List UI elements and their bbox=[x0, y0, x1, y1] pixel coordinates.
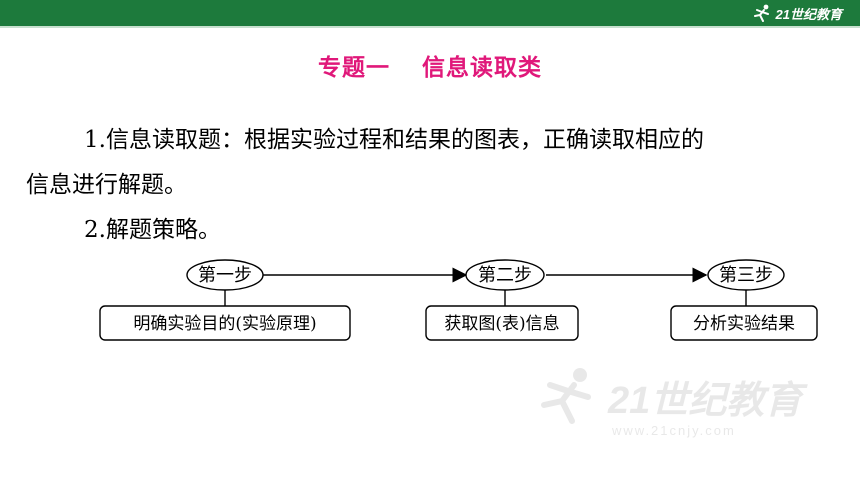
header-divider bbox=[0, 26, 860, 28]
title-part1: 专题一 bbox=[318, 55, 390, 81]
box-3-label: 分析实验结果 bbox=[693, 314, 795, 334]
paragraph-1-line-1: 1.信息读取题：根据实验过程和结果的图表，正确读取相应的 bbox=[84, 127, 704, 153]
watermark-text: 21世纪教育 bbox=[607, 380, 808, 422]
paragraph-2: 2.解题策略。 bbox=[84, 217, 221, 243]
step-3-label: 第三步 bbox=[719, 265, 773, 286]
paragraph-1: 1.信息读取题：根据实验过程和结果的图表，正确读取相应的 信息进行解题。 bbox=[26, 118, 846, 208]
box-1-label: 明确实验目的(实验原理) bbox=[133, 314, 316, 334]
runner-icon bbox=[541, 368, 591, 424]
strategy-flowchart: 第一步 第二步 第三步 明确实验目的(实验原理) 获取图(表)信息 分析实验结果 bbox=[99, 259, 818, 341]
step-2-label: 第二步 bbox=[478, 265, 532, 286]
paragraph-1-line-2: 信息进行解题。 bbox=[26, 172, 187, 198]
header-bar bbox=[0, 0, 860, 26]
watermark: 21世纪教育 www.21cnjy.com bbox=[541, 368, 808, 438]
page-title: 专题一 信息读取类 bbox=[0, 48, 860, 82]
logo-text: 21世纪教育 bbox=[775, 6, 842, 22]
watermark-url: www.21cnjy.com bbox=[611, 423, 736, 438]
box-1 bbox=[99, 305, 351, 341]
box-2 bbox=[425, 305, 579, 341]
brand-logo: 21世纪教育 bbox=[751, 3, 842, 23]
box-3 bbox=[670, 305, 818, 341]
runner-icon bbox=[753, 4, 769, 22]
box-2-label: 获取图(表)信息 bbox=[444, 314, 559, 334]
title-part2: 信息读取类 bbox=[422, 55, 542, 81]
step-1-label: 第一步 bbox=[198, 265, 252, 286]
